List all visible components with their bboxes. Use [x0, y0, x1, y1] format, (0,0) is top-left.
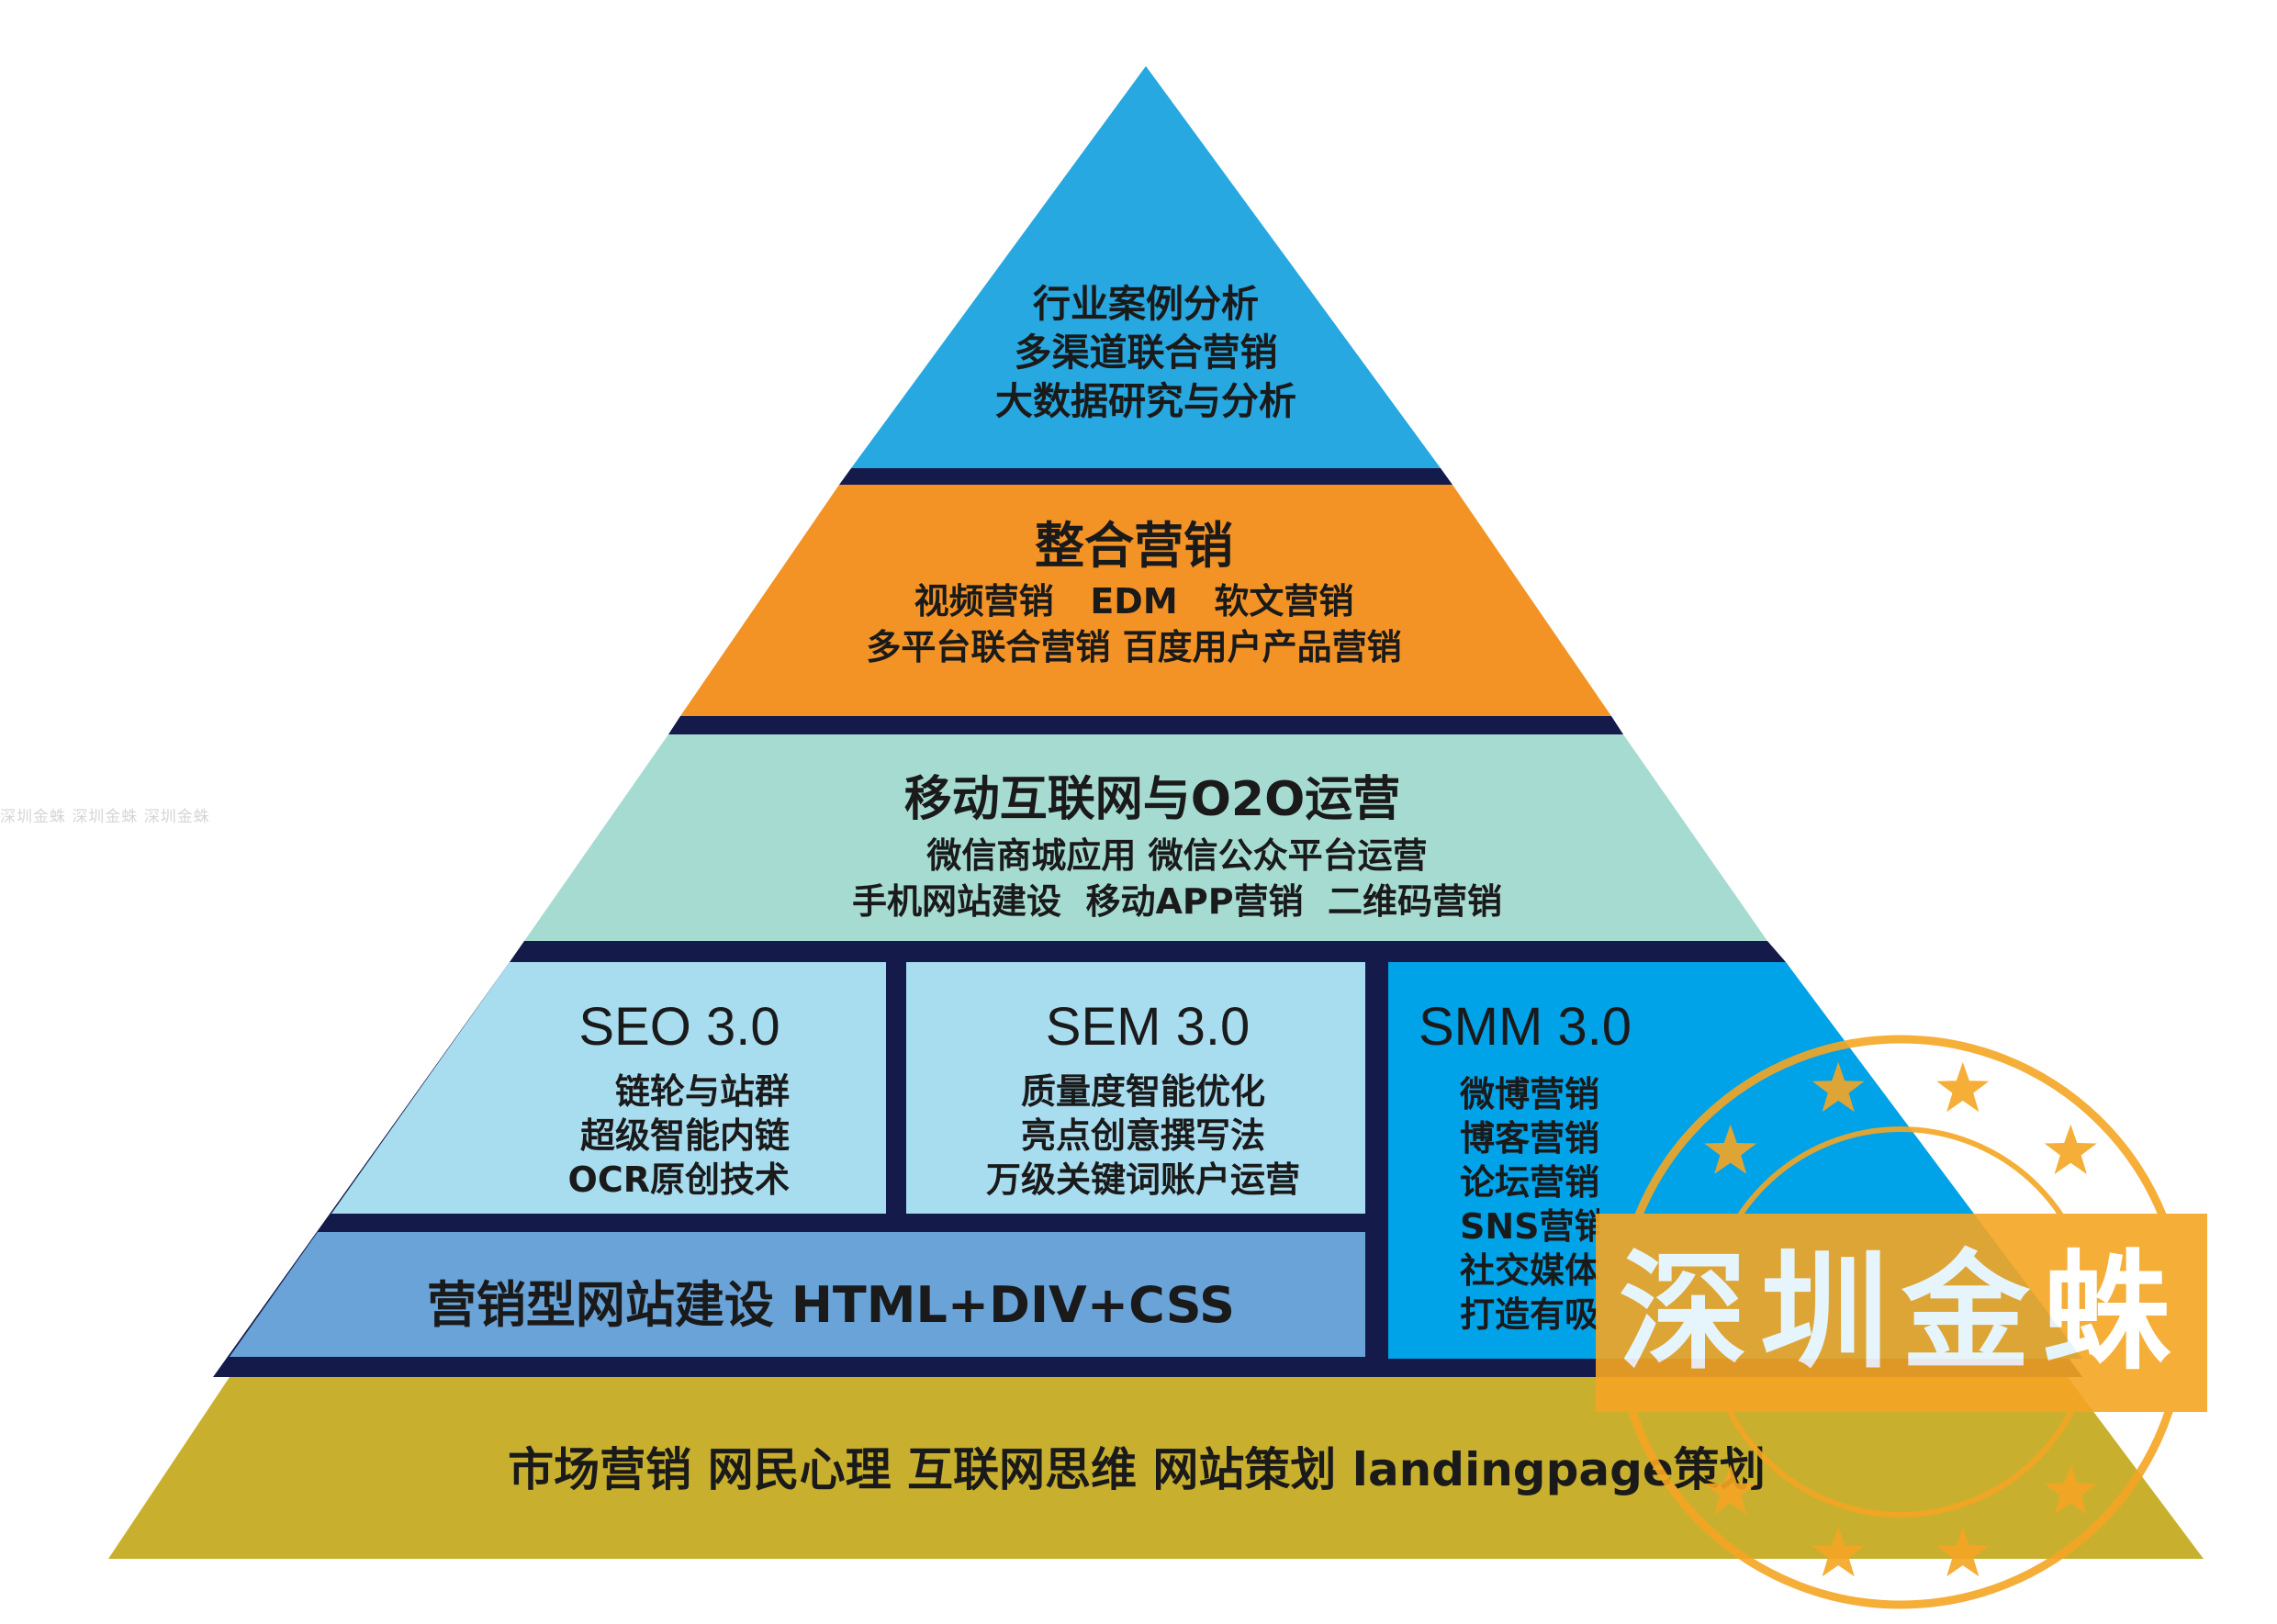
- top-line-3: 大数据研究与分析: [995, 379, 1296, 423]
- tier-top-shape: [851, 66, 1441, 468]
- site-block-shape: [230, 1232, 1365, 1357]
- stamp-star-icon: [1936, 1527, 1990, 1577]
- seo-line-1: 链轮与站群: [615, 1071, 790, 1112]
- top-line-1: 行业案例分析: [1033, 282, 1259, 326]
- base-title: 市场营销 网民心理 互联网思维 网站策划 landingpage策划: [508, 1443, 1766, 1496]
- stamp-star-icon: [1812, 1527, 1865, 1577]
- sem-line-1: 质量度智能优化: [1021, 1071, 1265, 1112]
- tier-integrated-shape: [680, 485, 1611, 716]
- stamp-star-icon: [2044, 1124, 2097, 1174]
- seo-block-shape: [331, 962, 886, 1214]
- mobile-line-2: 手机网站建设 移动APP营销 二维码营销: [852, 881, 1502, 922]
- stamp-band: [1596, 1214, 2207, 1412]
- top-line-2: 多渠道联合营销: [1015, 330, 1278, 375]
- tier-mobile-shape: [524, 734, 1767, 941]
- stamp-star-icon: [1704, 1464, 1757, 1515]
- mobile-title: 移动互联网与O2O运营: [904, 772, 1401, 827]
- mobile-line-1: 微信商城应用 微信公众平台运营: [925, 835, 1427, 876]
- sem-title: SEM 3.0: [1046, 997, 1250, 1057]
- sem-line-2: 亮点创意撰写法: [1021, 1115, 1265, 1156]
- integrated-line-1: 视频营销 EDM 软文营销: [914, 581, 1354, 622]
- tier-base-shape: [108, 1377, 2204, 1559]
- seo-line-2: 超级智能内链: [580, 1115, 790, 1156]
- smm-line-4: SNS营销: [1460, 1206, 1610, 1247]
- smm-line-2: 博客营销: [1460, 1118, 1599, 1159]
- watermark-stamp: 深圳金蛛: [1596, 1035, 2207, 1609]
- smm-line-1: 微博营销: [1459, 1074, 1599, 1114]
- seo-title: SEO 3.0: [578, 997, 780, 1057]
- sem-block-shape: [906, 962, 1365, 1214]
- smm-line-5: 社交媒体: [1460, 1250, 1599, 1291]
- stamp-star-icon: [1936, 1061, 1990, 1113]
- integrated-line-2: 多平台联合营销 百度用户产品营销: [866, 627, 1401, 667]
- smm-line-6: 打造有吸: [1460, 1294, 1599, 1335]
- stamp-star-icon: [1704, 1124, 1757, 1174]
- smm-line-3: 论坛营销: [1460, 1162, 1599, 1203]
- stamp-star-icon: [1812, 1061, 1865, 1113]
- divider-2: [668, 716, 1623, 734]
- divider-1: [839, 468, 1453, 485]
- stamp-star-icon: [2044, 1464, 2097, 1515]
- watermark-side-text: 深圳金蛛 深圳金蛛 深圳金蛛: [0, 808, 210, 826]
- seo-line-3: OCR原创技术: [568, 1159, 790, 1200]
- smm-title: SMM 3.0: [1419, 997, 1632, 1057]
- site-title: 营销型网站建设 HTML+DIV+CSS: [427, 1276, 1235, 1334]
- stamp-text: 深圳金蛛: [1619, 1238, 2184, 1388]
- integrated-title: 整合营销: [1035, 517, 1233, 575]
- sem-line-3: 万级关键词账户运营: [986, 1159, 1300, 1200]
- divider-3: [510, 941, 1786, 962]
